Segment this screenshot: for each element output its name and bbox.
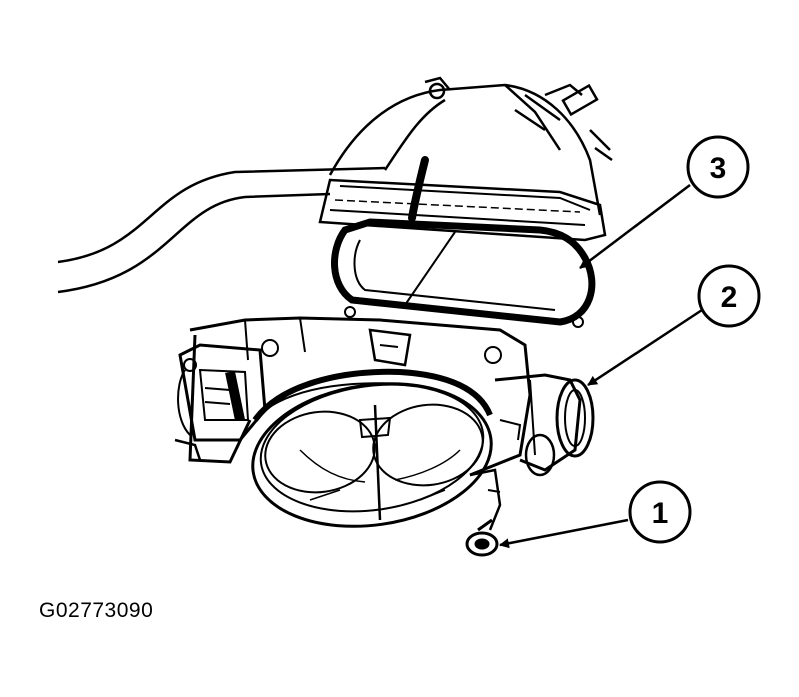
leader-arrow-1 [499,518,629,549]
callout-circle-3 [686,135,750,199]
retaining-nut [465,518,499,557]
intake-elbow [328,76,613,216]
callout-3: 3 [686,135,750,199]
callout-1: 1 [628,480,692,544]
throttle-body [174,316,595,531]
throttle-body-gasket [331,218,596,328]
callout-circle-1 [628,480,692,544]
elbow-flange [318,156,607,242]
figure-id: G02773090 [39,599,154,622]
hose-lines [57,166,386,294]
callout-label-1: 1 [652,497,669,530]
leader-arrow-3 [579,184,691,269]
callout-label-3: 3 [710,152,727,185]
leader-arrow-2 [587,308,703,387]
callout-2: 2 [697,264,761,328]
callout-circle-2 [697,264,761,328]
callout-label-2: 2 [721,281,738,314]
